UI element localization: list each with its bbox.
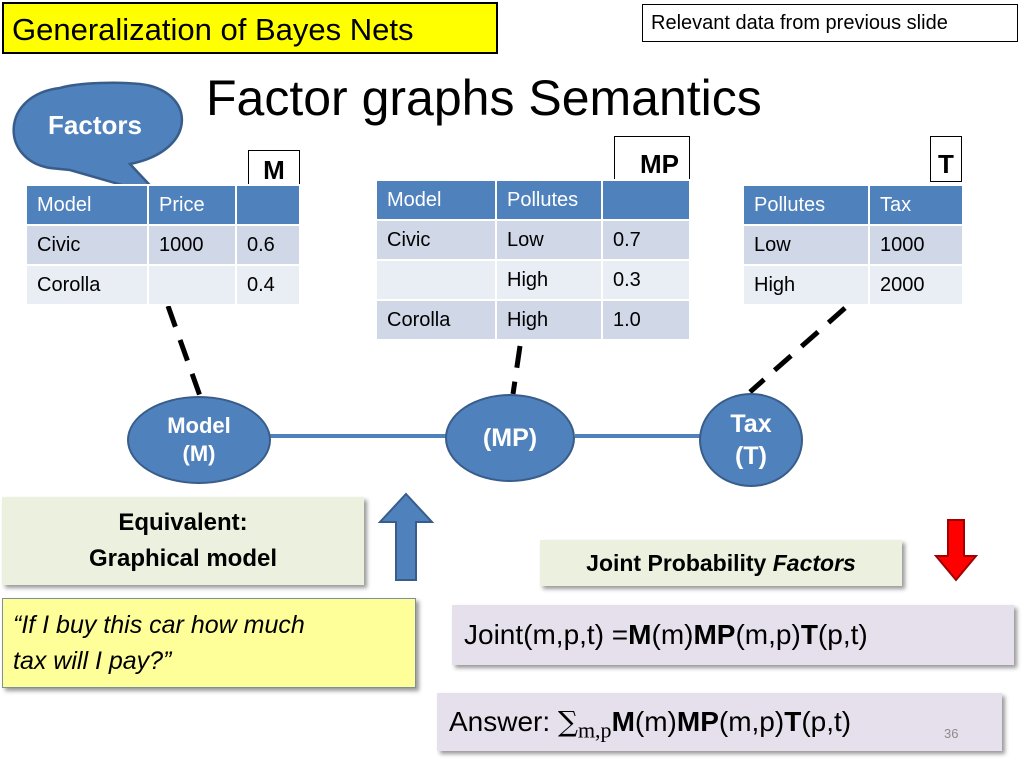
node-model-line2: (M)	[182, 441, 216, 466]
sum-icon: ∑	[557, 705, 578, 738]
table-row: Civic Low 0.7	[375, 219, 691, 261]
column-header	[601, 179, 691, 221]
table-cell: High	[495, 259, 603, 301]
question-quote: “If I buy this car how much tax will I p…	[2, 598, 416, 688]
table-cell: 1000	[147, 224, 237, 266]
node-tax: Tax (T)	[699, 393, 803, 487]
joint-factors-box: Joint Probability Factors	[540, 540, 902, 586]
factor-link-mp	[510, 345, 523, 395]
joint-lhs: Joint(m,p,t) =	[464, 619, 629, 650]
callout-label: Factors	[48, 110, 142, 140]
slide-title: Factor graphs Semantics	[206, 70, 762, 126]
table-cell: 0.7	[601, 219, 691, 261]
column-header: Pollutes	[742, 184, 870, 226]
table-cell: Civic	[375, 219, 497, 261]
table-header-row: Model Pollutes	[375, 179, 691, 221]
answer-factor-mp-args: (m,p)	[718, 706, 785, 737]
table-header-row: Pollutes Tax	[742, 184, 964, 226]
factor-link-t	[748, 306, 847, 394]
sum-subscript: m,p	[577, 717, 612, 743]
table-label-t: T	[930, 136, 962, 182]
answer-factor-t-args: (p,t)	[801, 706, 852, 737]
answer-prefix: Answer:	[449, 706, 558, 737]
quote-line1: “If I buy this car how much	[13, 611, 305, 639]
answer-factor-m-args: (m)	[634, 706, 677, 737]
node-tax-line2: (T)	[735, 442, 767, 470]
equivalent-line1: Equivalent:	[118, 509, 248, 536]
table-cell: High	[495, 299, 603, 341]
joint-factors-italic: Factors	[772, 550, 856, 576]
factor-table-mp: Model Pollutes Civic Low 0.7 High 0.3 Co…	[375, 179, 691, 341]
quote-line2: tax will I pay?”	[13, 647, 172, 675]
column-header: Pollutes	[495, 179, 603, 221]
factor-mp: MP	[693, 619, 736, 650]
factor-table-t: Pollutes Tax Low 1000 High 2000	[742, 184, 964, 306]
up-arrow-icon	[377, 492, 435, 581]
table-label-mp: MP	[614, 136, 690, 182]
equivalent-line2: Graphical model	[88, 545, 278, 572]
table-row: Corolla 0.4	[25, 264, 301, 306]
table-cell: 1.0	[601, 299, 691, 341]
answer-factor-m: M	[611, 706, 635, 737]
column-header: Model	[375, 179, 497, 221]
table-row: Low 1000	[742, 224, 964, 266]
table-cell: Corolla	[375, 299, 497, 341]
slide-number: 36	[944, 726, 959, 741]
column-header: Tax	[868, 184, 964, 226]
factor-mp-args: (m,p)	[735, 619, 801, 650]
table-label-m: M	[248, 150, 300, 188]
table-cell: 1000	[868, 224, 964, 266]
note-box: Relevant data from previous slide	[642, 4, 1018, 42]
factor-m: M	[628, 619, 652, 650]
equivalent-box: Equivalent: Graphical model	[2, 497, 364, 585]
table-cell: 0.3	[601, 259, 691, 301]
factor-table-m: Model Price Civic 1000 0.6 Corolla 0.4	[25, 184, 301, 306]
table-cell: Civic	[25, 224, 149, 266]
answer-factor-t: T	[784, 706, 802, 737]
table-cell: 2000	[868, 264, 964, 306]
factor-t: T	[800, 619, 818, 650]
joint-formula: Joint(m,p,t) =M(m)MP(m,p)T(p,t)	[452, 605, 1014, 665]
table-row: Corolla High 1.0	[375, 299, 691, 341]
node-model: Model (M)	[127, 396, 271, 484]
table-cell: Low	[495, 219, 603, 261]
factor-link-m	[165, 305, 203, 397]
table-row: Civic 1000 0.6	[25, 224, 301, 266]
callout-bubble	[12, 81, 184, 199]
column-header	[235, 184, 301, 226]
answer-formula: Answer: ∑m,pM(m)MP(m,p)T(p,t)	[437, 693, 1002, 751]
node-model-line1: Model	[167, 413, 231, 438]
node-mp-line1: (MP)	[482, 423, 538, 452]
node-tax-line1: Tax	[730, 410, 772, 438]
table-cell: Low	[742, 224, 870, 266]
column-header: Model	[25, 184, 149, 226]
table-cell: 0.4	[235, 264, 301, 306]
down-arrow-icon	[933, 519, 979, 582]
table-row: High 2000	[742, 264, 964, 306]
table-row: High 0.3	[375, 259, 691, 301]
node-mp: (MP)	[445, 394, 575, 482]
factor-t-args: (p,t)	[817, 619, 868, 650]
column-header: Price	[147, 184, 237, 226]
table-cell: Corolla	[25, 264, 149, 306]
table-cell	[375, 259, 497, 301]
answer-factor-mp: MP	[676, 706, 719, 737]
table-cell	[147, 264, 237, 306]
table-header-row: Model Price	[25, 184, 301, 226]
section-tag: Generalization of Bayes Nets	[2, 2, 498, 54]
table-cell: 0.6	[235, 224, 301, 266]
table-cell: High	[742, 264, 870, 306]
factor-m-args: (m)	[651, 619, 694, 650]
joint-factors-prefix: Joint Probability	[586, 550, 773, 576]
